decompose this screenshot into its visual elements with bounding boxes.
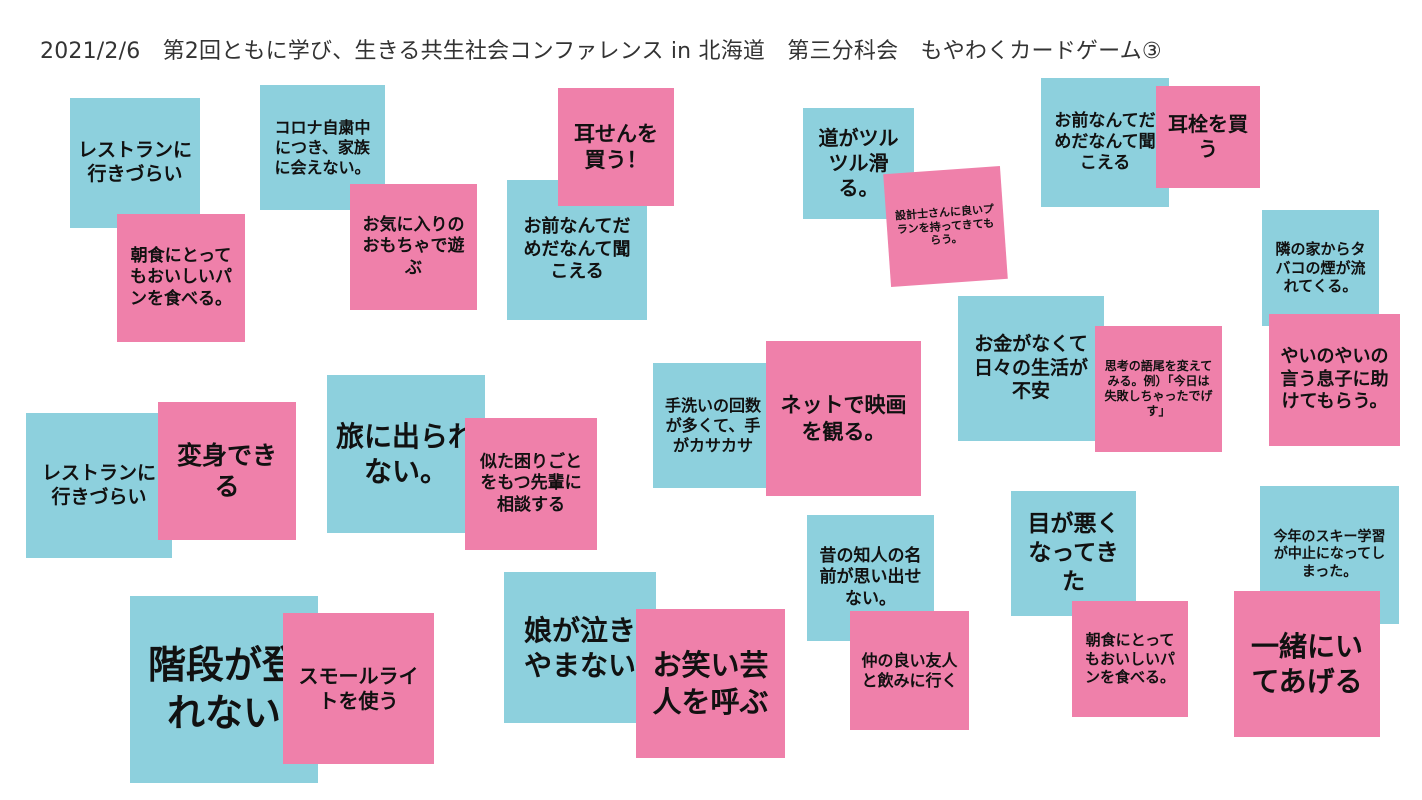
note-text: 昔の知人の名前が思い出せない。	[819, 546, 922, 609]
note-text: 道がツルツル滑る。	[818, 126, 899, 200]
note-text: お気に入りのおもちゃで遊ぶ	[362, 215, 465, 278]
note-text: お前なんてだめだなんて聞こえる	[1054, 110, 1156, 174]
sticky-note-pink[interactable]: 設計士さんに良いプランを持ってきてもらう。	[883, 166, 1008, 287]
sticky-note-pink[interactable]: 仲の良い友人と飲みに行く	[850, 611, 969, 730]
note-text: 変身できる	[176, 440, 277, 501]
sticky-note-pink[interactable]: お笑い芸人を呼ぶ	[636, 609, 785, 758]
note-text: お金がなくて日々の生活が不安	[973, 332, 1088, 403]
sticky-note-blue[interactable]: 旅に出られない。	[327, 375, 485, 533]
sticky-note-pink[interactable]: スモールライトを使う	[283, 613, 434, 764]
note-text: 朝食にとってもおいしいパンを食べる。	[1084, 630, 1175, 687]
sticky-note-blue[interactable]: 目が悪くなってきた	[1011, 491, 1136, 616]
note-text: 耳せんを買う！	[574, 121, 658, 172]
note-text: コロナ自粛中につき、家族に会えない。	[274, 117, 371, 177]
note-text: スモールライトを使う	[298, 663, 419, 713]
note-text: 仲の良い友人と飲みに行く	[861, 650, 958, 690]
sticky-note-blue[interactable]: レストランに行きづらい	[70, 98, 200, 228]
sticky-note-blue[interactable]: 隣の家からタバコの煙が流れてくる。	[1262, 210, 1379, 326]
note-text: 娘が泣きやまない	[523, 613, 636, 682]
note-text: お笑い芸人を呼ぶ	[652, 648, 769, 719]
sticky-note-pink[interactable]: 似た困りごとをもつ先輩に相談する	[465, 418, 597, 550]
sticky-note-pink[interactable]: 耳せんを買う！	[558, 88, 674, 206]
note-text: ネットで映画を観る。	[780, 393, 907, 444]
note-text: やいのやいの言う息子に助けてもらう。	[1280, 346, 1389, 413]
note-text: 隣の家からタバコの煙が流れてくる。	[1275, 239, 1366, 296]
note-text: 思考の語尾を変えてみる。例）「今日は失敗しちゃったでげす」	[1104, 359, 1213, 418]
note-text: 今年のスキー学習が中止になってしまった。	[1273, 528, 1386, 580]
sticky-note-pink[interactable]: ネットで映画を観る。	[766, 341, 921, 496]
note-text: 設計士さんに良いプランを持ってきてもらう。	[894, 202, 995, 248]
sticky-note-pink[interactable]: 朝食にとってもおいしいパンを食べる。	[117, 214, 245, 342]
note-text: レストランに行きづらい	[41, 461, 156, 508]
sticky-note-blue[interactable]: 娘が泣きやまない	[504, 572, 656, 723]
page-title: 2021/2/6 第2回ともに学び、生きる共生社会コンファレンス in 北海道 …	[40, 39, 1162, 64]
sticky-note-blue[interactable]: レストランに行きづらい	[26, 413, 172, 558]
note-text: 旅に出られない。	[335, 420, 476, 488]
sticky-note-blue[interactable]: コロナ自粛中につき、家族に会えない。	[260, 85, 385, 210]
sticky-note-blue[interactable]: お金がなくて日々の生活が不安	[958, 296, 1104, 441]
sticky-note-pink[interactable]: お気に入りのおもちゃで遊ぶ	[350, 184, 477, 310]
note-text: 似た困りごとをもつ先輩に相談する	[480, 452, 582, 515]
note-text: 一緒にいてあげる	[1250, 630, 1363, 698]
note-text: 朝食にとってもおいしいパンを食べる。	[130, 246, 232, 309]
note-text: 耳栓を買う	[1168, 112, 1248, 161]
sticky-note-pink[interactable]: 一緒にいてあげる	[1234, 591, 1380, 737]
note-text: レストランに行きづらい	[78, 139, 193, 185]
sticky-note-blue[interactable]: お前なんてだめだなんて聞こえる	[1041, 78, 1169, 207]
sticky-note-pink[interactable]: やいのやいの言う息子に助けてもらう。	[1269, 314, 1400, 446]
sticky-note-pink[interactable]: 変身できる	[158, 402, 296, 540]
note-text: 目が悪くなってきた	[1027, 511, 1120, 595]
sticky-note-pink[interactable]: 朝食にとってもおいしいパンを食べる。	[1072, 601, 1188, 717]
note-text: 階段が登れない	[147, 643, 300, 735]
sticky-note-pink[interactable]: 耳栓を買う	[1156, 86, 1260, 188]
sticky-note-pink[interactable]: 思考の語尾を変えてみる。例）「今日は失敗しちゃったでげす」	[1095, 326, 1222, 452]
note-text: 手洗いの回数が多くて、手がカサカサ	[664, 395, 761, 455]
note-text: お前なんてだめだなんて聞こえる	[523, 216, 631, 283]
sticky-note-blue[interactable]: 手洗いの回数が多くて、手がカサカサ	[653, 363, 773, 488]
